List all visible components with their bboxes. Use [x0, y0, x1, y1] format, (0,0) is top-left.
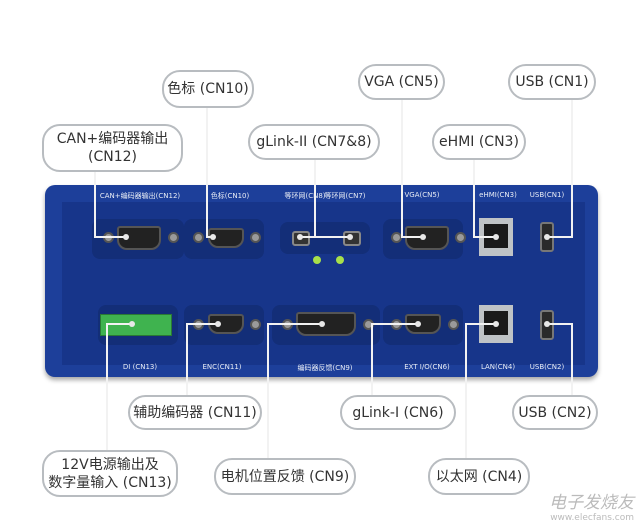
- status-led: [313, 256, 321, 264]
- panel-label-cn10: 色标(CN10): [210, 192, 250, 200]
- leader-line-cn2: [547, 323, 573, 395]
- leader-line-cn11: [186, 323, 218, 395]
- screw: [250, 232, 261, 243]
- leader-line-cn6: [371, 323, 418, 395]
- leader-line-cn12: [94, 172, 126, 238]
- status-led: [336, 256, 344, 264]
- panel-label-cn2: USB(CN2): [529, 363, 565, 371]
- panel-label-cn6: EXT I/O(CN6): [404, 363, 450, 371]
- callout-cn1: USB (CN1): [508, 64, 596, 100]
- panel-label-cn5: VGA(CN5): [404, 191, 440, 199]
- callout-cn11: 辅助编码器 (CN11): [128, 395, 262, 430]
- cn13-terminal-block: [100, 314, 172, 336]
- screw: [455, 232, 466, 243]
- leader-line-cn9: [267, 323, 322, 458]
- leader-line-cn1: [547, 100, 573, 238]
- callout-cn13: 12V电源输出及 数字量输入 (CN13): [42, 450, 178, 497]
- panel-label-cn1: USB(CN1): [529, 191, 565, 199]
- leader-line-cn3: [473, 160, 496, 238]
- callout-cn9: 电机位置反馈 (CN9): [214, 458, 356, 495]
- leader-line-cn4: [465, 323, 496, 458]
- leader-line-cn13: [106, 323, 132, 450]
- leader-line-cn5: [401, 100, 423, 238]
- callout-cn5: VGA (CN5): [358, 64, 445, 100]
- callout-cn10: 色标 (CN10): [162, 70, 254, 108]
- panel-label-cn11: ENC(CN11): [202, 363, 242, 371]
- screw: [250, 319, 261, 330]
- callout-cn12: CAN+编码器输出 (CN12): [42, 124, 183, 172]
- leader-line-cn78: [300, 160, 350, 238]
- callout-cn4: 以太网 (CN4): [428, 458, 530, 495]
- screw: [448, 319, 459, 330]
- callout-cn78: gLink-II (CN7&8): [248, 124, 380, 160]
- panel-label-cn12: CAN+编码器输出(CN12): [99, 192, 181, 200]
- callout-cn3: eHMI (CN3): [432, 124, 526, 160]
- leader-dots: [123, 234, 550, 327]
- callout-cn2: USB (CN2): [512, 395, 598, 430]
- panel-label-cn9: 编码器反馈(CN9): [297, 364, 353, 372]
- panel-label-cn3: eHMI(CN3): [479, 191, 517, 199]
- watermark-name: 电子发烧友: [549, 493, 634, 513]
- screw: [193, 232, 204, 243]
- screw: [168, 232, 179, 243]
- panel-label-cn13: DI (CN13): [122, 363, 158, 371]
- watermark: 电子发烧友 www.elecfans.com: [549, 488, 634, 523]
- watermark-url: www.elecfans.com: [550, 513, 634, 523]
- leader-line-cn10: [206, 108, 213, 238]
- panel-label-cn7: 等环网(CN7): [324, 192, 366, 200]
- callout-cn6: gLink-I (CN6): [340, 395, 456, 430]
- panel-label-cn8: 等环网(CN8): [284, 192, 326, 200]
- panel-label-cn4: LAN(CN4): [480, 363, 516, 371]
